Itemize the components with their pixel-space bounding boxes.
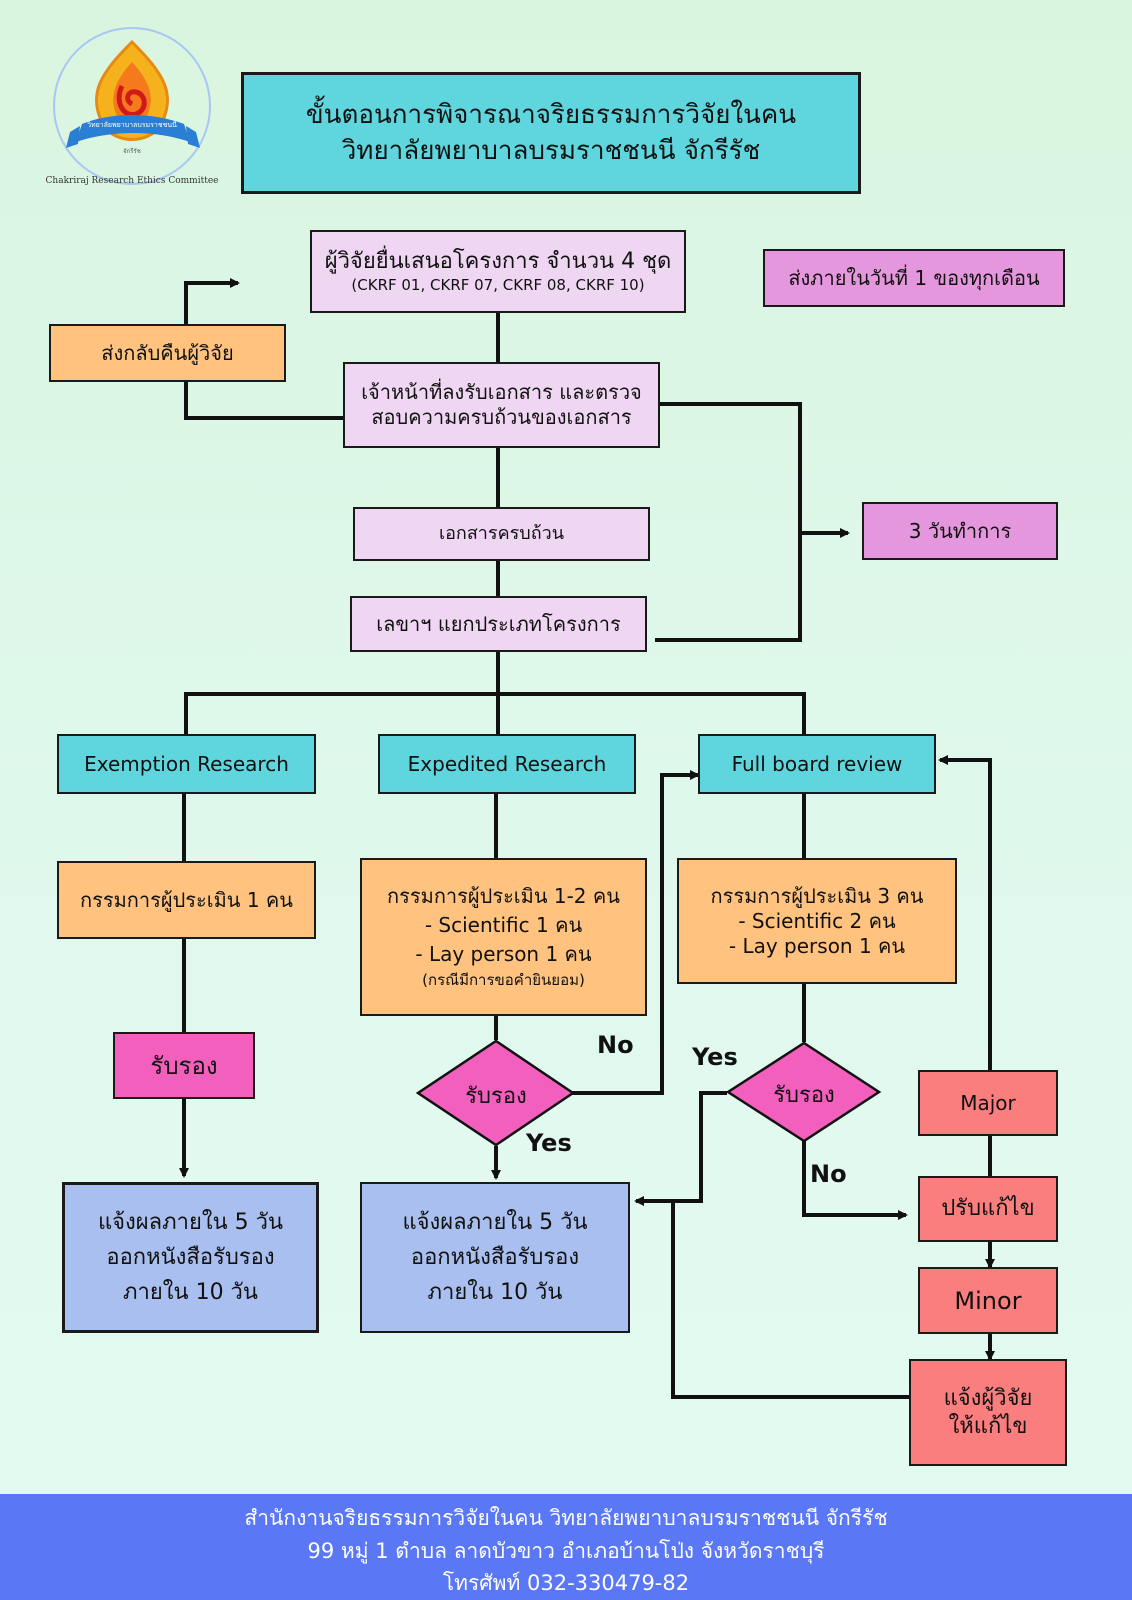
submit-proposal-box: ผู้วิจัยยื่นเสนอโครงการ จำนวน 4 ชุด (CKR… xyxy=(310,230,686,313)
expedited-reviewer-box: กรรมการผู้ประเมิน 1-2 คน - Scientific 1 … xyxy=(360,858,647,1016)
document-check-box: เจ้าหน้าที่ลงรับเอกสาร และตรวจ สอบความคร… xyxy=(343,362,660,448)
fb-reviewer-line-2: - Scientific 2 คน xyxy=(738,908,896,933)
footer: สำนักงานจริยธรรมการวิจัยในคน วิทยาลัยพยา… xyxy=(0,1494,1132,1600)
title-line-1: ขั้นตอนการพิจารณาจริยธรรมการวิจัยในคน xyxy=(305,99,797,130)
no-label-fullboard: No xyxy=(810,1160,847,1188)
exp-result-line-3: ภายใน 10 วัน xyxy=(427,1280,563,1306)
logo: วิทยาลัยพยาบาลบรมราชชนนี จักรีรัช Chakri… xyxy=(32,16,232,196)
yes-label-fullboard: Yes xyxy=(692,1043,738,1071)
exemption-research-box: Exemption Research xyxy=(57,734,316,794)
exp-result-line-2: ออกหนังสือรับรอง xyxy=(410,1244,580,1270)
documents-complete-box: เอกสารครบถ้วน xyxy=(353,507,650,561)
revise-box: ปรับแก้ไข xyxy=(918,1176,1058,1242)
footer-line-3: โทรศัพท์ 032-330479-82 xyxy=(442,1571,690,1596)
exp-reviewer-line-3: - Lay person 1 คน xyxy=(415,942,592,967)
exemption-approve-box: รับรอง xyxy=(113,1032,255,1099)
deadline-box: ส่งภายในวันที่ 1 ของทุกเดือน xyxy=(763,249,1065,307)
check-line-2: สอบความครบถ้วนของเอกสาร xyxy=(371,405,632,429)
exemption-result-box: แจ้งผลภายใน 5 วัน ออกหนังสือรับรอง ภายใน… xyxy=(62,1182,319,1333)
exp-reviewer-line-2: - Scientific 1 คน xyxy=(424,913,583,938)
approve-label-fullboard: รับรอง xyxy=(773,1083,835,1108)
ex-result-line-2: ออกหนังสือรับรอง xyxy=(106,1244,275,1270)
notify-line-2: ให้แก้ไข xyxy=(948,1413,1028,1439)
full-board-review-box: Full board review xyxy=(698,734,936,794)
ex-result-line-3: ภายใน 10 วัน xyxy=(123,1280,258,1306)
three-working-days-box: 3 วันทำการ xyxy=(862,502,1058,560)
minor-box: Minor xyxy=(918,1267,1058,1334)
exp-reviewer-line-1: กรรมการผู้ประเมิน 1-2 คน xyxy=(387,884,620,909)
submit-line-1: ผู้วิจัยยื่นเสนอโครงการ จำนวน 4 ชุด xyxy=(324,249,672,275)
no-label-expedited: No xyxy=(597,1031,634,1059)
footer-line-2: 99 หมู่ 1 ตำบล ลาดบัวขาว อำเภอบ้านโป่ง จ… xyxy=(307,1538,825,1563)
submit-line-2: (CKRF 01, CKRF 07, CKRF 08, CKRF 10) xyxy=(351,275,645,294)
footer-line-1: สำนักงานจริยธรรมการวิจัยในคน วิทยาลัยพยา… xyxy=(244,1506,888,1530)
notify-researcher-box: แจ้งผู้วิจัย ให้แก้ไข xyxy=(909,1359,1067,1466)
fullboard-reviewer-box: กรรมการผู้ประเมิน 3 คน - Scientific 2 คน… xyxy=(677,858,957,984)
logo-sub-text: จักรีรัช xyxy=(123,148,141,155)
exp-reviewer-line-4: (กรณีมีการขอคำยินยอม) xyxy=(422,971,585,990)
exemption-reviewer-box: กรรมการผู้ประเมิน 1 คน xyxy=(57,861,316,939)
logo-ribbon-text: วิทยาลัยพยาบาลบรมราชชนนี xyxy=(87,121,177,129)
approve-diamond-expedited xyxy=(415,1039,576,1147)
major-box: Major xyxy=(918,1070,1058,1136)
ex-result-line-1: แจ้งผลภายใน 5 วัน xyxy=(97,1209,284,1235)
expedited-research-box: Expedited Research xyxy=(378,734,636,794)
return-to-researcher-box: ส่งกลับคืนผู้วิจัย xyxy=(49,324,286,382)
fb-reviewer-line-3: - Lay person 1 คน xyxy=(728,933,906,958)
exp-result-line-1: แจ้งผลภายใน 5 วัน xyxy=(402,1209,588,1235)
approve-label-expedited: รับรอง xyxy=(465,1084,527,1109)
title-line-2: วิทยาลัยพยาบาลบรมราชชนนี จักรีรัช xyxy=(341,136,761,166)
yes-label-expedited: Yes xyxy=(526,1129,572,1157)
approve-diamond-fullboard xyxy=(725,1041,882,1143)
fb-reviewer-line-1: กรรมการผู้ประเมิน 3 คน xyxy=(710,883,924,908)
expedited-result-box: แจ้งผลภายใน 5 วัน ออกหนังสือรับรอง ภายใน… xyxy=(360,1182,630,1333)
classify-project-box: เลขาฯ แยกประเภทโครงการ xyxy=(350,596,647,652)
check-line-1: เจ้าหน้าที่ลงรับเอกสาร และตรวจ xyxy=(361,380,642,404)
notify-line-1: แจ้งผู้วิจัย xyxy=(943,1386,1033,1411)
logo-ring-text: Chakriraj Research Ethics Committee xyxy=(45,176,219,186)
page-title: ขั้นตอนการพิจารณาจริยธรรมการวิจัยในคน วิ… xyxy=(241,72,861,194)
